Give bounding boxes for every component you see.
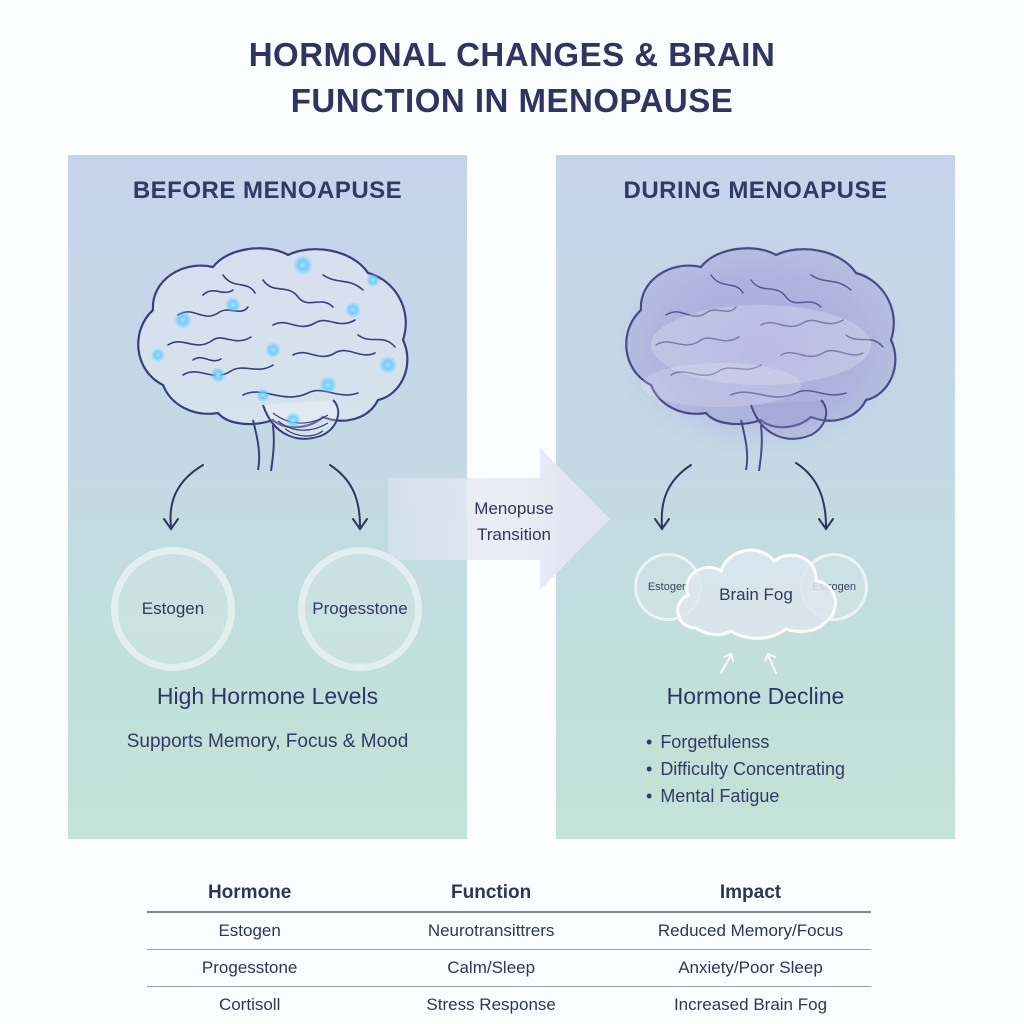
estrogen-circle: Estogen — [111, 547, 235, 671]
during-panel: DURING MENOAPUSE — [556, 155, 955, 839]
arrows-down-icon — [163, 464, 368, 531]
header-impact: Impact — [629, 875, 871, 913]
symptom-item: Difficulty Concentrating — [646, 756, 845, 783]
hormone-decline-label: Hormone Decline — [666, 683, 845, 709]
title-line-2: FUNCTION IN MENOPAUSE — [290, 82, 734, 119]
table-cell: Neurotransittrers — [352, 912, 630, 950]
table-cell: Calm/Sleep — [352, 949, 630, 987]
table-cell: Stress Response — [426, 995, 556, 1014]
header-function: Function — [352, 875, 630, 913]
table-cell: Reduced Memory/Focus — [629, 912, 871, 950]
page-title: HORMONAL CHANGES & BRAIN FUNCTION IN MEN… — [0, 32, 1024, 124]
table-cell: Anxiety/Poor Sleep — [629, 949, 871, 987]
progesterone-circle: Progesstone — [298, 547, 422, 671]
during-heading: DURING MENOAPUSE — [623, 177, 888, 204]
table-cell: Cortisoll — [218, 995, 281, 1014]
table-cell: Increased Brain Fog — [673, 995, 828, 1014]
transition-line-1: Menopuse — [474, 499, 554, 518]
table-row: Estogen Neurotransittrers Reduced Memory… — [147, 912, 871, 950]
up-arrows-icon — [720, 652, 777, 674]
table-cell: Estogen — [147, 912, 353, 950]
title-line-1: HORMONAL CHANGES & BRAIN — [248, 36, 776, 73]
brain-fog-label: Brain Fog — [719, 585, 793, 604]
arrows-down-icon-2 — [654, 462, 834, 531]
symptom-list: Forgetfulenss Difficulty Concentrating M… — [646, 729, 845, 810]
foggy-brain-icon — [611, 240, 911, 472]
before-heading: BEFORE MENOAPUSE — [132, 177, 403, 204]
symptom-item: Mental Fatigue — [646, 783, 845, 810]
table-cell: Progesstone — [147, 949, 353, 987]
hormone-table: Hormone Function Impact Estogen Neurotra… — [147, 875, 871, 1023]
table-row: Progesstone Calm/Sleep Anxiety/Poor Slee… — [147, 949, 871, 987]
transition-arrow-icon — [388, 448, 610, 590]
estrogen-label: Estogen — [141, 599, 205, 618]
table-row: Cortisoll Stress Response Increased Brai… — [147, 987, 871, 1024]
estrogen-small-label: Estogen — [647, 581, 689, 593]
transition-line-2: Transition — [476, 525, 551, 544]
transition-label: Menopuse Transition — [440, 496, 588, 548]
supports-label: Supports Memory, Focus & Mood — [126, 731, 409, 752]
table-header-row: Hormone Function Impact — [147, 875, 871, 913]
brain-icon — [137, 247, 409, 472]
cloud-icon — [676, 548, 837, 640]
high-hormone-levels: High Hormone Levels — [156, 683, 379, 709]
symptom-item: Forgetfulenss — [646, 729, 845, 756]
progesterone-label: Progesstone — [312, 599, 408, 618]
header-hormone: Hormone — [147, 875, 353, 913]
